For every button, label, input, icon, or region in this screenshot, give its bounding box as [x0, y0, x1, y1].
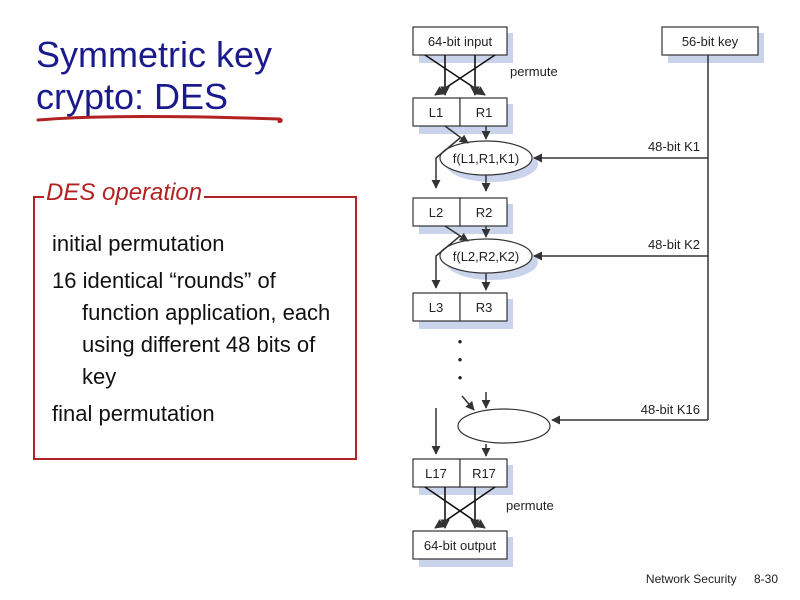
output-label: 64-bit output	[424, 538, 497, 553]
operation-bullets: initial permutation 16 identical “rounds…	[52, 228, 352, 435]
output-box	[412, 530, 508, 560]
bullet-initial-permutation: initial permutation	[52, 231, 225, 256]
input-label: 64-bit input	[428, 34, 493, 49]
permute-bottom-label: permute	[506, 498, 554, 513]
r17-box	[459, 458, 508, 488]
permute-top-label: permute	[510, 64, 558, 79]
l2-box	[412, 197, 461, 227]
ellipsis-dot-3: •	[458, 370, 463, 385]
slide-title: Symmetric key crypto: DES	[36, 34, 272, 118]
final-permute-lines	[424, 486, 496, 529]
f16-ellipse	[457, 408, 551, 444]
bullet-rounds: 16 identical “rounds” of function applic…	[52, 268, 331, 389]
round1-flow-lines	[431, 125, 491, 192]
f2-label: f(L2,R2,K2)	[453, 249, 519, 264]
l17-label: L17	[425, 466, 447, 481]
l1-box	[412, 97, 461, 127]
r3-label: R3	[476, 300, 493, 315]
r3-box	[459, 292, 508, 322]
title-underline	[36, 115, 283, 123]
bullet-final-permutation: final permutation	[52, 401, 215, 426]
round2-flow-lines	[431, 225, 491, 291]
des-flow-diagram: 64-bit input 56-bit key permute L1 R1 f(…	[412, 26, 764, 567]
k2-label: 48-bit K2	[648, 237, 700, 252]
f1-label: f(L1,R1,K1)	[453, 151, 519, 166]
title-line-1: Symmetric key	[36, 34, 273, 75]
r2-box	[459, 197, 508, 227]
r1-box	[459, 97, 508, 127]
round16-flow-lines	[431, 392, 491, 457]
l3-box	[412, 292, 461, 322]
input-box	[412, 26, 508, 56]
r17-label: R17	[472, 466, 496, 481]
l2-label: L2	[429, 205, 443, 220]
operation-label: DES operation	[44, 178, 205, 208]
l3-label: L3	[429, 300, 443, 315]
k16-label: 48-bit K16	[641, 402, 700, 417]
key-box	[661, 26, 759, 56]
title-line-2: crypto: DES	[36, 76, 229, 117]
r2-label: R2	[476, 205, 493, 220]
k1-label: 48-bit K1	[648, 139, 700, 154]
initial-permute-lines	[424, 54, 496, 96]
footer-course: Network Security	[645, 572, 737, 586]
ellipsis-dot-2: •	[458, 352, 463, 367]
l1-label: L1	[429, 105, 443, 120]
l17-box	[412, 458, 461, 488]
key-label: 56-bit key	[682, 34, 739, 49]
r1-label: R1	[476, 105, 493, 120]
slide-footer: Network Security 8-30	[646, 572, 778, 586]
ellipsis-dot-1: •	[458, 334, 463, 349]
footer-page-number: 8-30	[753, 572, 778, 586]
